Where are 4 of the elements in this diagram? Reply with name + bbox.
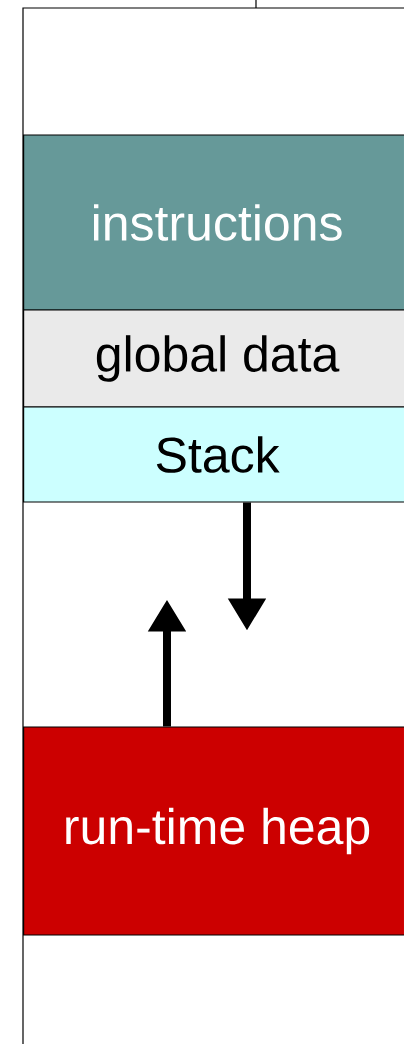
memory-segment: Stack bbox=[23, 406, 404, 503]
memory-segment: global data bbox=[23, 309, 404, 408]
memory-segment: run-time heap bbox=[23, 726, 404, 936]
memory-segment: instructions bbox=[23, 134, 404, 311]
